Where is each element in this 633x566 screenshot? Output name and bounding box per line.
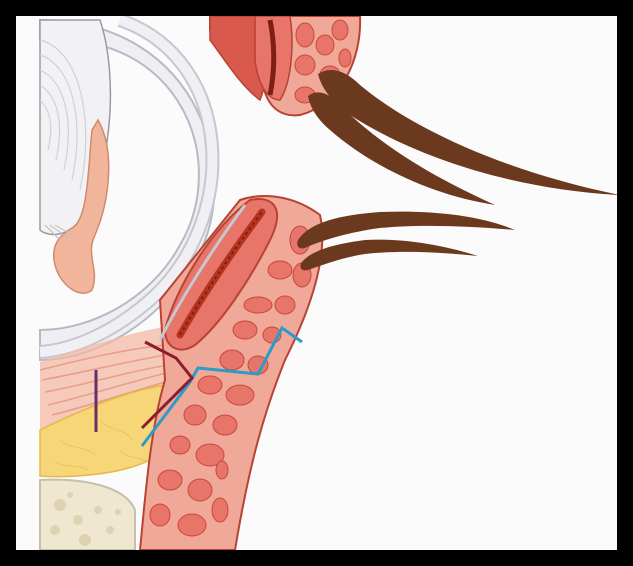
upper-eyelashes (308, 70, 617, 205)
lower-eyelashes (297, 212, 515, 271)
eyelid-anatomy-diagram (16, 16, 617, 550)
